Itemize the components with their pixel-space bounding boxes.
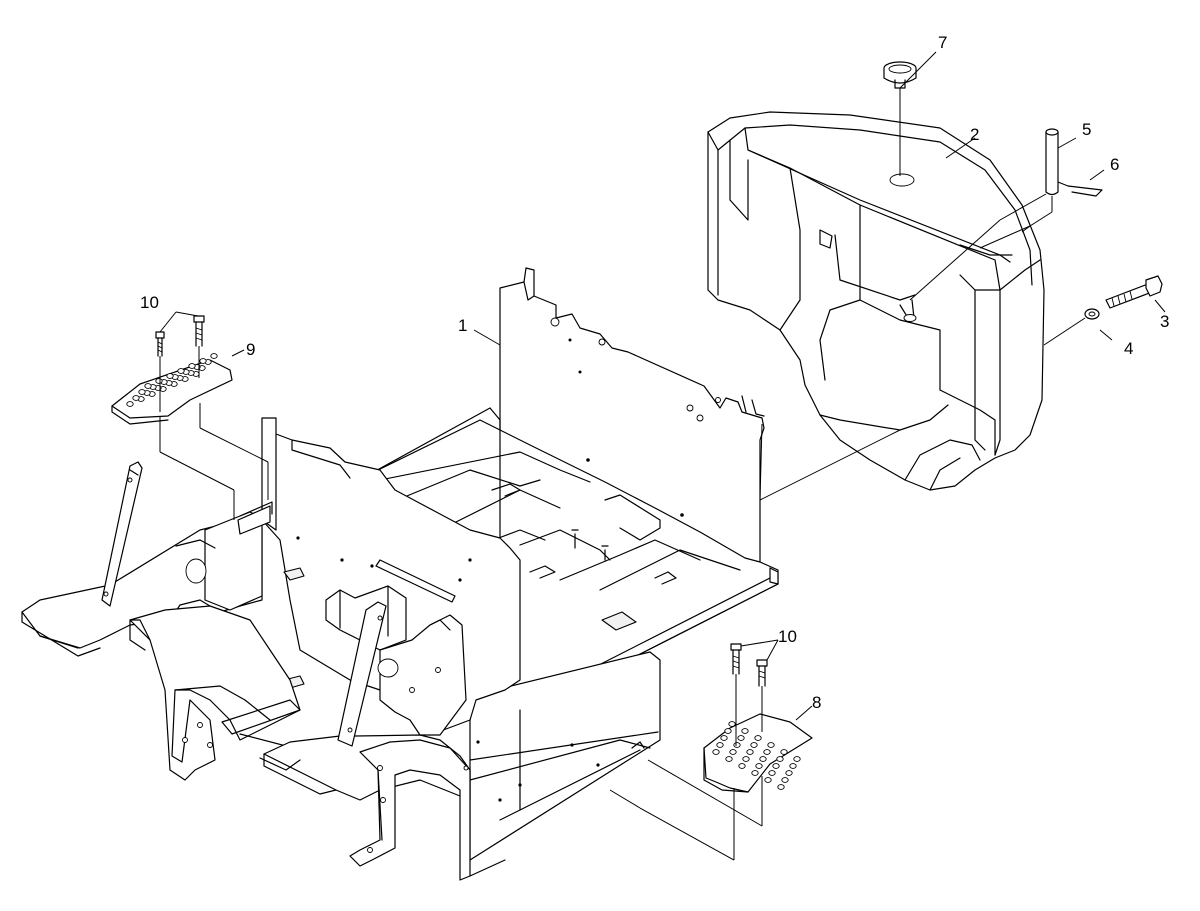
callout-7: 7 [938, 33, 947, 52]
perforation-hole [741, 728, 749, 734]
bolt-part [1105, 275, 1163, 309]
perforation-hole [789, 763, 797, 769]
perforation-hole [724, 728, 732, 734]
perforation-hole [144, 383, 152, 389]
callout-3: 3 [1160, 312, 1169, 331]
perforation-hole [767, 742, 775, 748]
callout-5: 5 [1082, 120, 1091, 139]
step-plate-front [609, 713, 813, 861]
callout-2: 2 [970, 125, 979, 144]
callout-8: 8 [812, 693, 821, 712]
perforation-hole [768, 770, 776, 776]
perforation-hole [742, 756, 750, 762]
perforation-hole [785, 770, 793, 776]
perforation-hole [733, 742, 741, 748]
callout-6: 6 [1110, 155, 1119, 174]
perforation-hole [754, 735, 762, 741]
perforation-hole [793, 756, 801, 762]
pin-part [1029, 128, 1059, 227]
callout-1: 1 [458, 316, 467, 335]
perforation-hole [712, 749, 720, 755]
perforation-hole [764, 777, 772, 783]
washer-part [1043, 308, 1100, 346]
leader-lines [231, 51, 1166, 721]
counterweight [707, 111, 1045, 491]
perforation-hole [755, 763, 763, 769]
perforation-hole [763, 749, 771, 755]
perforation-hole [199, 358, 207, 364]
callout-10-front: 10 [778, 627, 797, 646]
perforation-hole [781, 777, 789, 783]
perforation-hole [725, 756, 733, 762]
perforation-hole [166, 373, 174, 379]
callout-9: 9 [246, 340, 255, 359]
perforation-hole [780, 749, 788, 755]
callout-10-rear: 10 [140, 293, 159, 312]
perforation-hole [210, 353, 218, 359]
screws-front [730, 639, 779, 746]
perforation-hole [746, 749, 754, 755]
perforation-hole [777, 784, 785, 790]
perforation-hole [737, 735, 745, 741]
perforation-hole [138, 389, 146, 395]
perforation-hole [772, 763, 780, 769]
left-side-assembly [21, 417, 521, 881]
perforation-hole [132, 395, 140, 401]
perforation-hole [728, 721, 736, 727]
plug-part [883, 61, 917, 176]
perforation-hole [729, 749, 737, 755]
callout-labels: 1 2 3 4 5 6 7 8 9 10 10 [140, 33, 1169, 712]
callout-4: 4 [1124, 339, 1133, 358]
clip-part [1057, 181, 1103, 197]
screws-rear [155, 311, 205, 412]
main-frame [369, 267, 779, 861]
perforation-hole [720, 735, 728, 741]
step-plate-rear [111, 353, 269, 520]
perforation-hole [750, 742, 758, 748]
perforation-hole [177, 368, 185, 374]
perforation-hole [716, 742, 724, 748]
perforation-hole [188, 363, 196, 369]
perforation-hole [751, 770, 759, 776]
perforation-hole [776, 756, 784, 762]
perforation-hole [126, 401, 134, 407]
perforation-hole [759, 756, 767, 762]
perforation-hole [738, 763, 746, 769]
perforation-hole [155, 378, 163, 384]
